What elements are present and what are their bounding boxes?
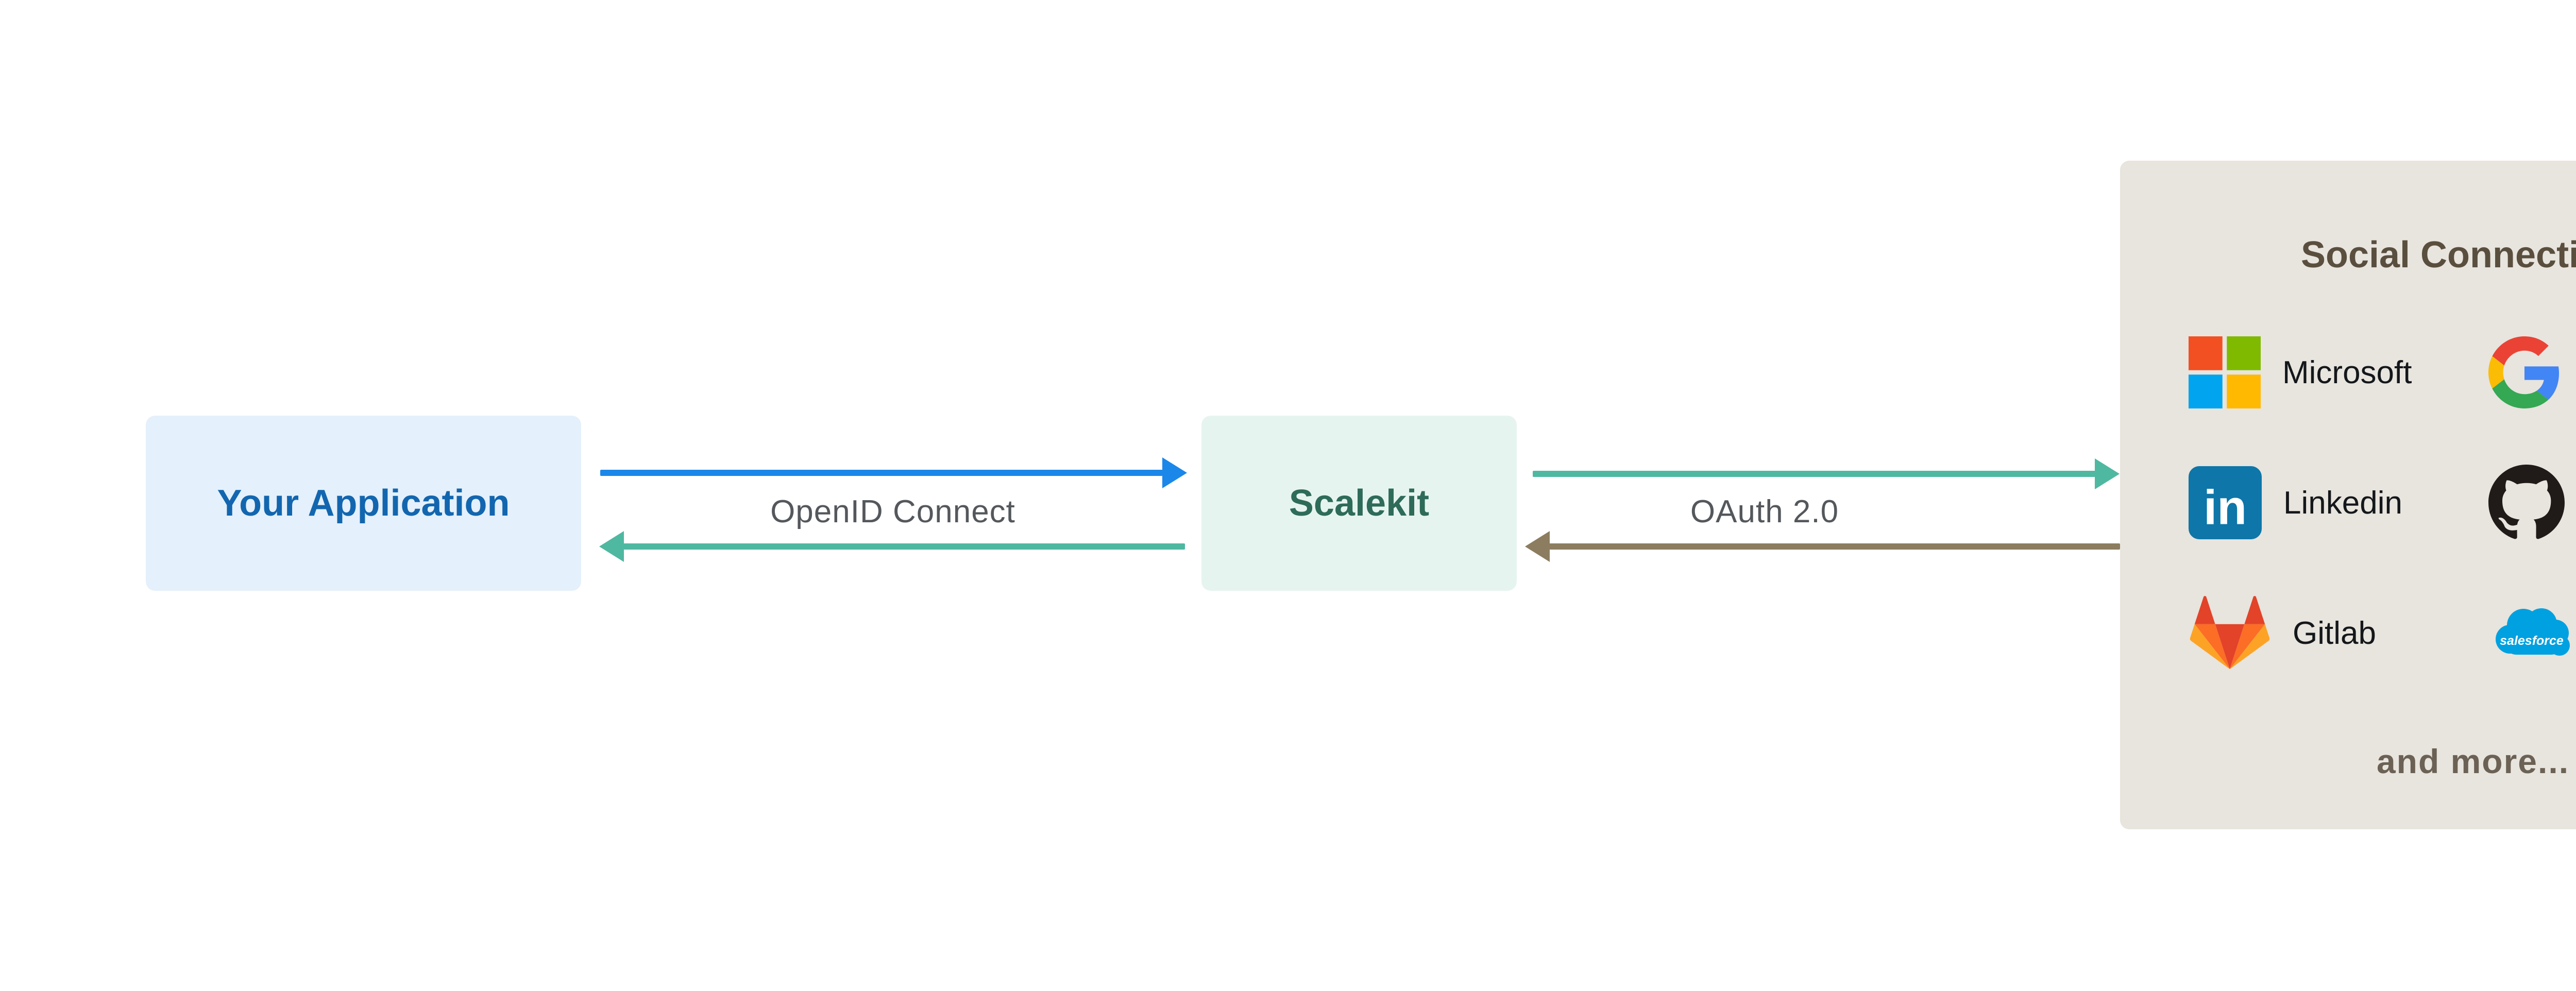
github-logo-icon: [2488, 465, 2565, 541]
scalekit-label: Scalekit: [1289, 483, 1430, 524]
provider-google: Google: [2488, 336, 2576, 408]
openid-request-arrow-shaft: [600, 470, 1163, 476]
provider-label: Microsoft: [2282, 354, 2412, 390]
social-connections-title: Social Connections: [2300, 234, 2576, 276]
oauth-request-arrow-shaft: [1533, 471, 2096, 477]
oauth-request-arrowhead-icon: [2095, 458, 2120, 489]
provider-gitlab: Gitlab: [2189, 595, 2488, 671]
your-application-node: Your Application: [146, 416, 581, 591]
provider-row-1: Microsoft Google: [2189, 336, 2576, 409]
oauth-response-arrow-shaft: [1549, 543, 2120, 550]
svg-text:in: in: [2204, 480, 2247, 535]
salesforce-logo-icon: salesforce: [2488, 602, 2573, 664]
provider-label: Linkedin: [2283, 485, 2402, 521]
openid-connect-label: OpenID Connect: [770, 494, 1015, 529]
linkedin-logo-icon: in: [2189, 466, 2262, 539]
openid-response-arrowhead-icon: [599, 531, 624, 562]
provider-github: Github: [2488, 465, 2576, 541]
oauth-label: OAuth 2.0: [1690, 494, 1839, 529]
provider-row-3: Gitlab salesforce Salesforce: [2189, 596, 2576, 670]
openid-response-arrow-shaft: [623, 543, 1185, 550]
microsoft-logo-icon: [2189, 336, 2261, 408]
oauth-response-arrowhead-icon: [1525, 531, 1550, 562]
scalekit-node: Scalekit: [1201, 416, 1517, 591]
provider-label: Gitlab: [2293, 615, 2376, 651]
provider-microsoft: Microsoft: [2189, 336, 2488, 408]
svg-text:salesforce: salesforce: [2500, 634, 2564, 648]
social-connections-panel: Social Connections Microsoft Google in: [2120, 161, 2576, 829]
provider-linkedin: in Linkedin: [2189, 466, 2488, 539]
provider-salesforce: salesforce Salesforce: [2488, 602, 2576, 664]
gitlab-logo-icon: [2189, 595, 2271, 671]
google-logo-icon: [2488, 336, 2561, 408]
and-more-label: and more...: [2376, 742, 2570, 780]
provider-row-2: in Linkedin Github: [2189, 465, 2576, 541]
your-application-label: Your Application: [217, 483, 510, 524]
openid-request-arrowhead-icon: [1162, 457, 1187, 488]
